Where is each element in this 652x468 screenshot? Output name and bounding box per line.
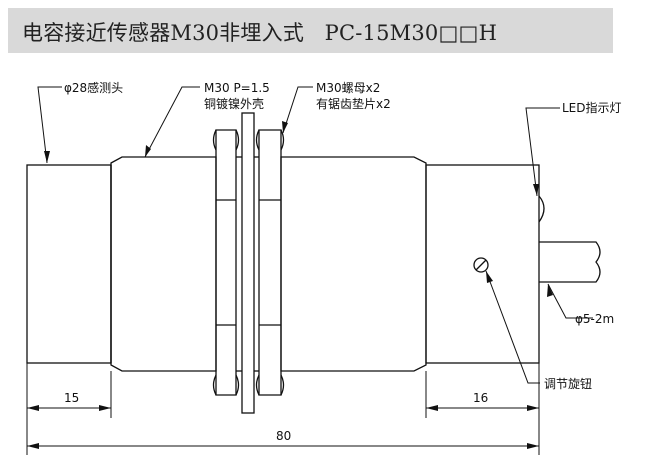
nut-label: M30螺母x2 — [316, 81, 380, 95]
nut-right — [258, 129, 282, 396]
cable-label: φ5-2m — [575, 312, 614, 326]
threaded-body-right — [280, 156, 427, 372]
led-indicator — [538, 195, 545, 223]
housing-label: 铜镀镍外壳 — [204, 96, 264, 111]
serrated-washer — [241, 112, 255, 414]
adjustment-knob — [473, 257, 489, 273]
thread-label: M30 P=1.5 — [204, 81, 270, 95]
dim-total-length: 80 — [276, 429, 291, 443]
title-bar: 电容接近传感器M30非埋入式 PC-15M30□□H — [8, 8, 613, 53]
dim-probe-length: 15 — [64, 391, 79, 405]
dim-tail-length: 16 — [473, 391, 488, 405]
knob-label: 调节旋钮 — [544, 376, 592, 391]
washer-label: 有锯齿垫片x2 — [316, 96, 391, 111]
probe-head — [26, 164, 112, 364]
page-title: 电容接近传感器M30非埋入式 PC-15M30□□H — [22, 21, 498, 45]
led-label: LED指示灯 — [562, 100, 622, 115]
threaded-body-left — [110, 156, 217, 372]
nut-left — [215, 129, 237, 396]
probe-label: φ28感测头 — [64, 80, 123, 95]
cable — [539, 241, 601, 283]
tail-housing — [425, 164, 540, 364]
